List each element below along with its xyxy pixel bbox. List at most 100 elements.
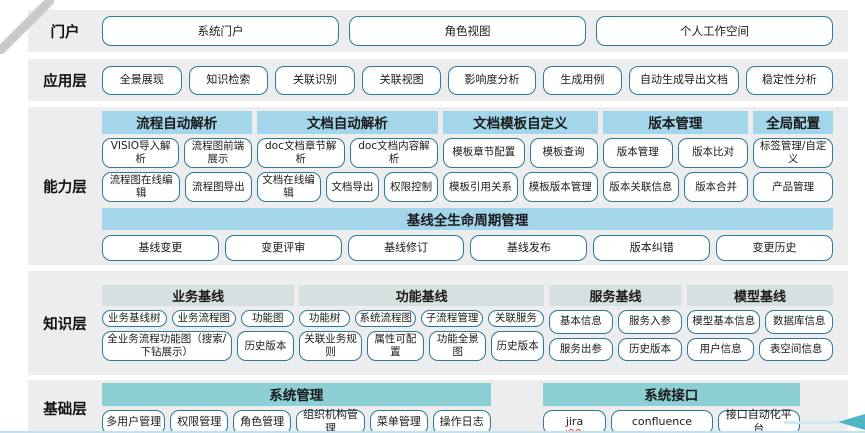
bottom-arrow <box>784 414 865 430</box>
capability-button-row: 标签管理/自定义 <box>753 137 833 168</box>
capability-group-header: 全局配置 <box>753 110 833 134</box>
knowledge-group: 功能基线功能树系统流程图子流程管理关联服务关联业务规则属性可配置功能全景图历史版… <box>299 284 544 362</box>
capability-button[interactable]: 模板章节配置 <box>443 137 525 168</box>
knowledge-button[interactable]: 数据库信息 <box>765 309 833 334</box>
foundation-button[interactable]: 操作日志 <box>432 409 491 433</box>
knowledge-button[interactable]: 功能树 <box>299 309 351 327</box>
application-button[interactable]: 生成用例 <box>542 65 623 95</box>
capability-button[interactable]: 版本关联信息 <box>602 172 680 203</box>
portal-button[interactable]: 系统门户 <box>102 16 339 46</box>
capability-button-row: 模板引用关系模板版本管理 <box>443 172 598 203</box>
layer-application: 应用层 全景展现知识检索关联识别关联视图影响度分析生成用例自动生成导出文档稳定性… <box>28 59 848 101</box>
knowledge-button[interactable]: 关联服务 <box>487 309 544 327</box>
knowledge-button[interactable]: 全业务流程功能图（搜索/下钻展示） <box>102 330 232 362</box>
baseline-items-row: 基线变更变更评审基线修订基线发布版本纠错变更历史 <box>102 235 833 262</box>
capability-button[interactable]: 模板版本管理 <box>522 172 598 203</box>
knowledge-button[interactable]: 服务入参 <box>617 309 683 334</box>
knowledge-button[interactable]: 关联业务规则 <box>299 330 362 362</box>
capability-button[interactable]: 模板引用关系 <box>443 172 518 203</box>
capability-group-header: 文档自动解析 <box>256 110 439 134</box>
capability-button[interactable]: 文档导出 <box>325 172 380 203</box>
knowledge-button[interactable]: 表空间信息 <box>759 337 833 362</box>
capability-button[interactable]: 模板查询 <box>529 137 598 168</box>
capability-button-row: 流程图在线编辑流程图导出 <box>102 172 252 203</box>
knowledge-button[interactable]: 子流程管理 <box>421 309 483 327</box>
capability-button[interactable]: doc文档章节解析 <box>256 137 345 168</box>
knowledge-group: 业务基线业务基线树业务流程图功能图全业务流程功能图（搜索/下钻展示）历史版本 <box>102 284 295 362</box>
baseline-button[interactable]: 版本纠错 <box>593 235 711 262</box>
capability-button-row: 文档在线编辑文档导出权限控制 <box>256 172 439 203</box>
foundation-button[interactable]: 权限管理 <box>170 409 229 433</box>
knowledge-button[interactable]: 历史版本 <box>491 330 544 362</box>
baseline-button[interactable]: 基线变更 <box>102 235 219 262</box>
capability-button[interactable]: 文档在线编辑 <box>256 172 321 203</box>
capability-button[interactable]: 版本比对 <box>677 137 749 168</box>
layer-label-foundation: 基础层 <box>43 402 87 418</box>
portal-items-row: 系统门户角色视图个人工作空间 <box>102 16 848 46</box>
knowledge-button-row: 关联业务规则属性可配置功能全景图历史版本 <box>299 330 544 362</box>
capability-button[interactable]: 权限控制 <box>384 172 439 203</box>
capability-group: 文档模板自定义模板章节配置模板查询模板引用关系模板版本管理 <box>443 110 598 203</box>
capability-button-row: 版本管理版本比对 <box>602 137 749 168</box>
capability-button[interactable]: 产品管理 <box>753 172 833 203</box>
capability-button-row: 产品管理 <box>753 172 833 203</box>
baseline-button[interactable]: 基线修订 <box>347 235 465 262</box>
portal-button[interactable]: 个人工作空间 <box>596 16 833 46</box>
application-button[interactable]: 关联识别 <box>275 65 355 95</box>
knowledge-button[interactable]: 业务基线树 <box>102 309 167 327</box>
knowledge-button[interactable]: 历史版本 <box>236 330 295 362</box>
knowledge-button[interactable]: 属性可配置 <box>366 330 425 362</box>
knowledge-button[interactable]: 系统流程图 <box>355 309 417 327</box>
foundation-button[interactable]: 多用户管理 <box>102 409 166 433</box>
capability-button[interactable]: 标签管理/自定义 <box>753 137 833 168</box>
knowledge-button[interactable]: 模型基本信息 <box>687 309 761 334</box>
capability-button[interactable]: doc文档内容解析 <box>349 137 439 168</box>
capability-button[interactable]: 版本管理 <box>602 137 673 168</box>
baseline-lifecycle-header: 基线全生命周期管理 <box>102 208 833 231</box>
application-button[interactable]: 影响度分析 <box>448 65 536 95</box>
capability-button[interactable]: 流程图导出 <box>185 172 252 203</box>
foundation-group-header: 系统接口 <box>542 382 800 406</box>
foundation-button[interactable]: 菜单管理 <box>369 409 428 433</box>
capability-button[interactable]: VISIO导入解析 <box>102 137 180 168</box>
foundation-button[interactable]: jira <box>542 409 607 433</box>
knowledge-button-row: 基本信息服务入参 <box>548 309 683 334</box>
knowledge-group-header: 业务基线 <box>102 284 295 306</box>
application-button[interactable]: 稳定性分析 <box>745 65 833 95</box>
knowledge-button[interactable]: 业务流程图 <box>171 309 237 327</box>
application-button[interactable]: 全景展现 <box>102 65 182 95</box>
capability-group-header: 流程自动解析 <box>102 110 252 134</box>
application-button[interactable]: 自动生成导出文档 <box>629 65 739 95</box>
application-button[interactable]: 关联视图 <box>361 65 442 95</box>
foundation-button[interactable]: 组织机构管理 <box>296 408 365 433</box>
baseline-button[interactable]: 变更历史 <box>716 235 833 262</box>
foundation-button[interactable]: 角色管理 <box>233 409 292 433</box>
baseline-button[interactable]: 基线发布 <box>470 235 588 262</box>
knowledge-button[interactable]: 功能全景图 <box>429 330 487 362</box>
capability-button[interactable]: 版本合并 <box>684 172 749 203</box>
knowledge-button[interactable]: 历史版本 <box>617 337 683 362</box>
knowledge-button-row: 全业务流程功能图（搜索/下钻展示）历史版本 <box>102 330 295 362</box>
foundation-button[interactable]: confluence <box>611 409 713 433</box>
knowledge-button[interactable]: 用户信息 <box>687 337 755 362</box>
baseline-button[interactable]: 变更评审 <box>224 235 342 262</box>
layer-label-knowledge: 知识层 <box>43 316 87 333</box>
capability-button-row: VISIO导入解析流程图前端展示 <box>102 137 252 168</box>
application-button[interactable]: 知识检索 <box>188 65 269 95</box>
knowledge-button[interactable]: 服务出参 <box>548 337 613 362</box>
capability-button-row: 版本关联信息版本合并 <box>602 172 749 203</box>
capability-button[interactable]: 流程图在线编辑 <box>102 172 181 203</box>
capability-button[interactable]: 流程图前端展示 <box>184 137 252 168</box>
arrow-left-icon <box>838 414 865 430</box>
portal-button[interactable]: 角色视图 <box>349 16 586 46</box>
knowledge-button[interactable]: 基本信息 <box>548 309 613 334</box>
knowledge-button[interactable]: 功能图 <box>241 309 295 327</box>
